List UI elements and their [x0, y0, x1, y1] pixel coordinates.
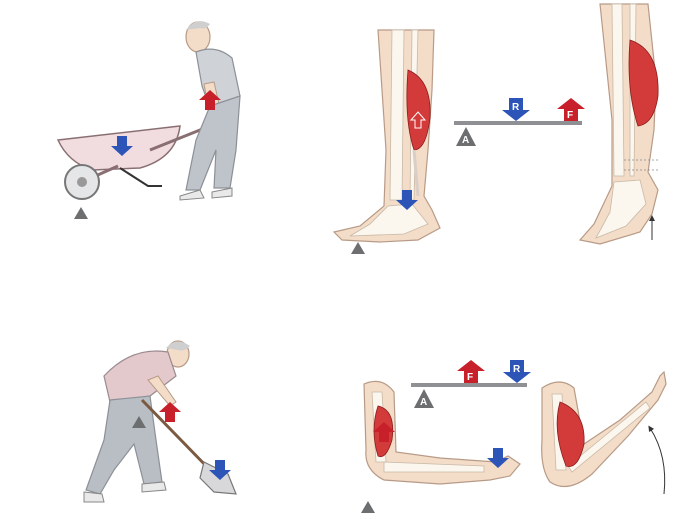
- load-arrow-icon: [396, 190, 418, 210]
- leg-panel-left: [332, 29, 441, 254]
- calf-muscle-contracted: [628, 39, 659, 127]
- load-arrow-icon: [209, 460, 231, 480]
- lever-schematic-third-class: A F R: [411, 360, 531, 408]
- fulcrum-triangle-icon: [361, 501, 375, 513]
- effort-arrow-icon: F: [557, 98, 585, 121]
- effort-arrow-icon: [159, 402, 181, 422]
- wheelbarrow-leg: [119, 167, 162, 187]
- leg-panel-right: [578, 3, 660, 245]
- fulcrum-triangle-icon: [74, 207, 88, 219]
- wheelbarrow-panel: [56, 21, 241, 219]
- lever-bar: [411, 383, 527, 387]
- load-arrow-icon: R: [502, 98, 530, 121]
- fulcrum-triangle-icon: A: [414, 389, 434, 408]
- calf-muscle: [406, 69, 431, 151]
- effort-arrow-icon: F: [457, 360, 485, 383]
- fulcrum-label: A: [420, 397, 427, 408]
- lever-schematic-second-class: A R F: [454, 98, 585, 146]
- effort-label: F: [567, 110, 573, 121]
- fulcrum-triangle-icon: A: [456, 127, 476, 146]
- man-figure-2: [83, 340, 190, 503]
- effort-arrow-icon: [199, 90, 221, 110]
- load-arrow-icon: [487, 448, 509, 468]
- fulcrum-label: A: [462, 135, 469, 146]
- load-label: R: [513, 364, 521, 375]
- load-arrow-icon: [111, 136, 133, 156]
- lever-bar: [454, 121, 582, 125]
- arm-panel-left: [361, 380, 521, 513]
- effort-arrow-outline-icon: [409, 111, 427, 129]
- wheelbarrow-handle: [149, 126, 206, 152]
- load-label: R: [512, 102, 520, 113]
- effort-label: F: [467, 372, 473, 383]
- fulcrum-triangle-icon: [351, 242, 365, 254]
- load-arrow-icon: R: [503, 360, 531, 383]
- shovel-handle: [140, 398, 214, 474]
- arm-panel-right: [541, 370, 667, 495]
- man-figure-1: [179, 21, 241, 201]
- effort-arrow-icon: [373, 422, 395, 442]
- biceps-muscle-contracted: [556, 401, 585, 467]
- fulcrum-triangle-icon: [132, 416, 146, 428]
- motion-arrow-icon: [648, 425, 666, 495]
- shovel-panel: [83, 340, 237, 503]
